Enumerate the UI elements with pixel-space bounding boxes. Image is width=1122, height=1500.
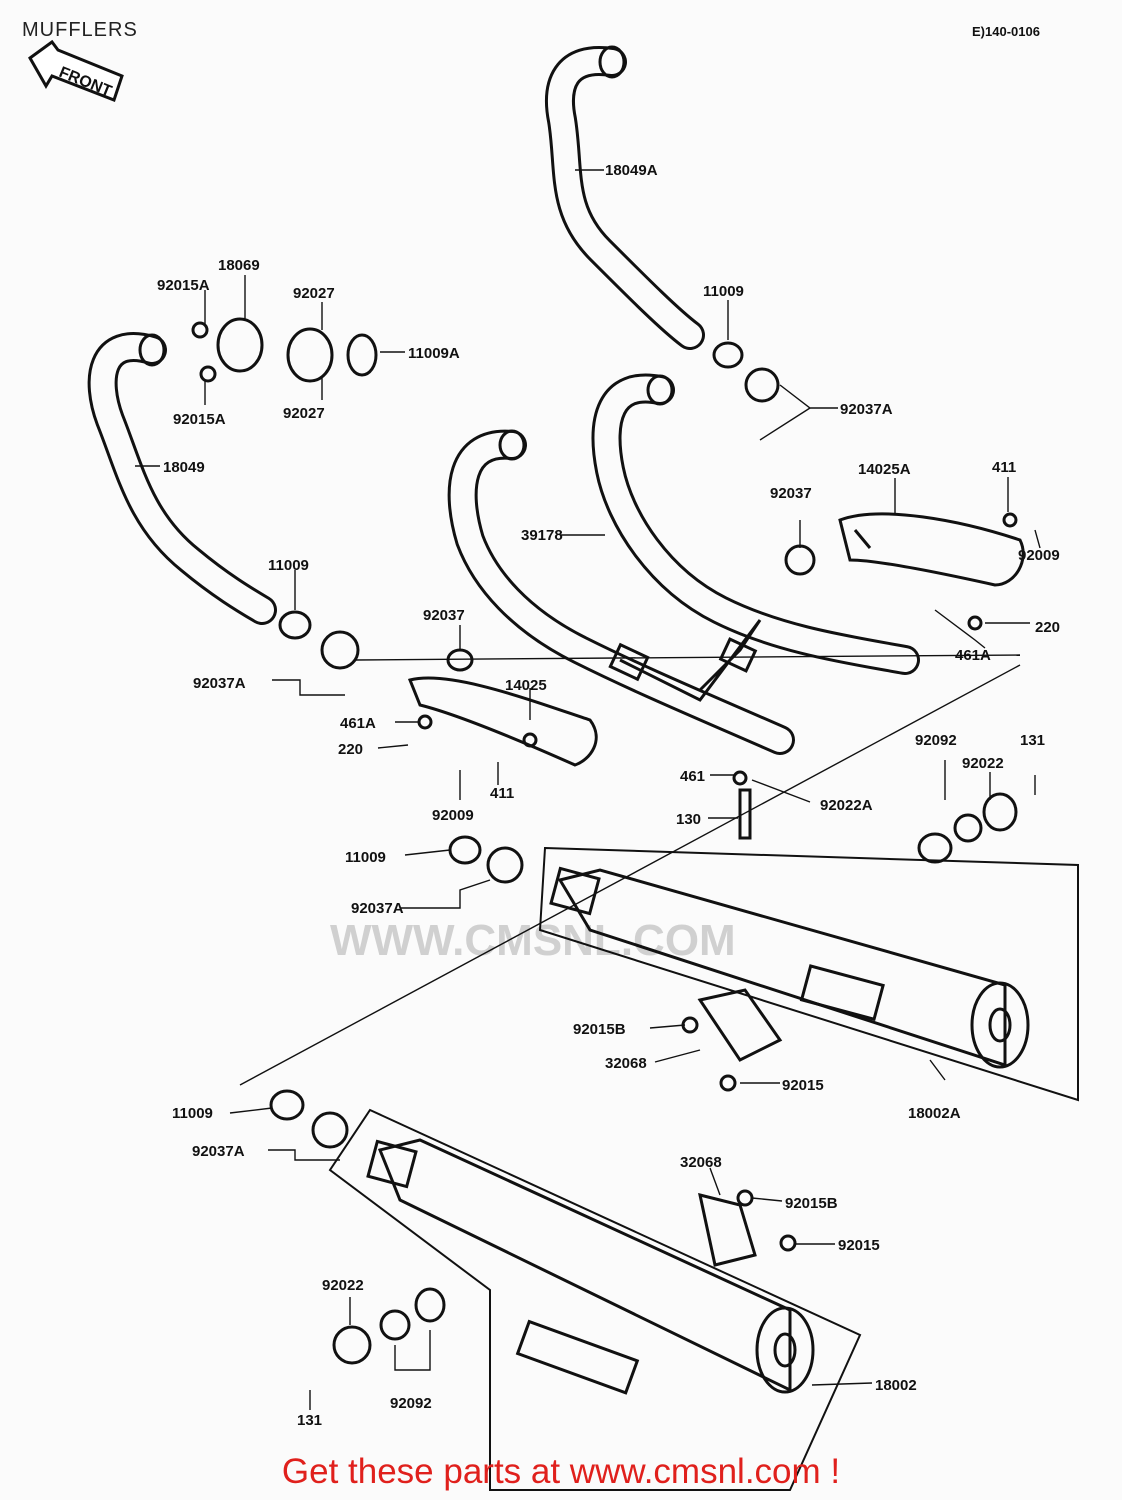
footer-link-text[interactable]: Get these parts at www.cmsnl.com ! — [281, 1452, 841, 1491]
part-label: 131 — [297, 1412, 322, 1429]
part-label: 39178 — [521, 527, 563, 544]
part-label: 461 — [680, 768, 705, 785]
part-label: 32068 — [605, 1055, 647, 1072]
part-label: 18049A — [605, 162, 658, 179]
part-label: 11009 — [345, 849, 386, 866]
part-label: 11009 — [268, 557, 309, 574]
exhaust-pipe-18049a — [545, 45, 705, 350]
muffler-18002a — [538, 846, 1079, 1102]
part-label: 130 — [676, 811, 701, 828]
part-label: 92037 — [770, 485, 812, 502]
part-label: 11009 — [172, 1105, 213, 1122]
part-label: 92015 — [782, 1077, 824, 1094]
exhaust-pipe-assembly-39178 — [447, 373, 920, 755]
part-label: 92037 — [423, 607, 465, 624]
part-label: 92022 — [322, 1277, 364, 1294]
part-label: 220 — [1035, 619, 1060, 636]
part-label: 92037A — [840, 401, 893, 418]
front-arrow-icon: FRONT — [28, 39, 124, 102]
part-label: 18002 — [875, 1377, 917, 1394]
part-label: 11009A — [408, 345, 460, 362]
part-label: 92022 — [962, 755, 1004, 772]
diagram-title: MUFFLERS — [22, 19, 138, 41]
part-label: 411 — [992, 459, 1016, 476]
part-label: 92022A — [820, 797, 873, 814]
exhaust-pipe-18049 — [87, 332, 277, 625]
part-label: 220 — [338, 741, 363, 758]
part-label: 411 — [490, 785, 514, 802]
part-label: 92037A — [192, 1143, 245, 1160]
diagram-reference: E)140-0106 — [972, 24, 1040, 39]
part-label: 92015B — [785, 1195, 838, 1212]
part-label: 92015A — [157, 277, 210, 294]
part-label: 461A — [955, 647, 991, 664]
part-label: 92009 — [432, 807, 474, 824]
part-label: 92015A — [173, 411, 226, 428]
part-label: 131 — [1020, 732, 1045, 749]
part-label: 18002A — [908, 1105, 961, 1122]
part-label: 32068 — [680, 1154, 722, 1171]
part-number-labels: 18049A 18069 92015A 92027 11009A 92027 9… — [157, 162, 1060, 1429]
part-label: 92009 — [1018, 547, 1060, 564]
part-label: 92092 — [915, 732, 957, 749]
leader-lines — [135, 169, 1041, 1410]
part-label: 11009 — [703, 283, 744, 300]
part-label: 18049 — [163, 459, 205, 476]
part-label: 92015 — [838, 1237, 880, 1254]
part-label: 92027 — [283, 405, 325, 422]
part-label: 461A — [340, 715, 376, 732]
part-label: 92037A — [351, 900, 404, 917]
part-label: 14025A — [858, 461, 911, 478]
part-label: 92015B — [573, 1021, 626, 1038]
heat-shield-14025a — [838, 512, 1025, 587]
part-label: 92092 — [390, 1395, 432, 1412]
part-label: 92027 — [293, 285, 335, 302]
gasket-parts — [191, 317, 1018, 1365]
muffler-18002 — [328, 1108, 862, 1491]
part-label: 14025 — [505, 677, 547, 694]
part-label: 18069 — [218, 257, 260, 274]
part-label: 92037A — [193, 675, 246, 692]
heat-shield-14025 — [407, 676, 598, 767]
